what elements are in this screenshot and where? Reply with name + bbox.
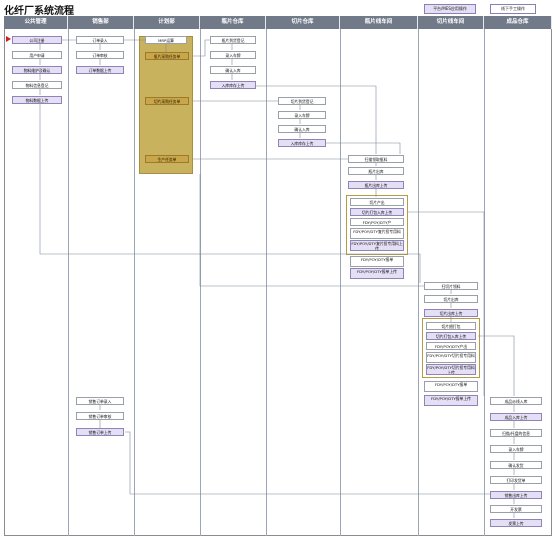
box-sales-out-upload: 销售出库上传 [490,491,542,499]
lane-header-finished-warehouse: 成品仓库 [484,16,552,29]
box-bottle-out-upload: 瓶片出库上传 [348,181,404,189]
box-bottle-stock-upload: 入库库存上传 [210,81,256,89]
box-chip-confirm: 确认入库 [278,125,326,133]
lane-header-chip-warehouse: 切片仓库 [266,16,340,29]
lane-header-bottle-line: 瓶片线车间 [340,16,418,29]
box-finished-scan: 扫描/托盘的信息 [490,429,542,437]
lane-header-sales: 销售部 [68,16,134,29]
box-bline-fdy-report: FDY/POY/DTY报单 [350,256,404,267]
box-cline-fdy-output: FDY/POY/DTY产出 [426,342,476,350]
box-order-upload: 订单数据上传 [76,66,124,74]
box-bline-fdy-material: FDY/POY/DTY复片投专用料 [350,228,404,239]
box-user-apply: 用户申请 [12,51,62,59]
box-sales-order-upload: 销售订单上传 [76,428,124,436]
lane-header-plan: 计划部 [134,16,200,29]
lane-divider [134,29,135,536]
lane-divider [418,29,419,536]
box-chip-scan: 扫切片领料 [424,282,478,290]
box-sales-order-review: 销售订单审核 [76,412,124,420]
box-order-entry: 订单录入 [76,36,124,44]
box-material-maintain: 物料维护及确认 [12,66,62,74]
box-bottle-scan: 扫描领取瓶料 [348,155,404,163]
box-chip-pack: 切片捆打包 [426,322,476,330]
box-finished-in: 成品纱线入库 [490,397,542,405]
box-bottle-arrival: 瓶片到货登记 [210,36,256,44]
box-material-upload: 物料数据上传 [12,96,62,104]
lane-divider [484,29,485,536]
box-chip-out: 切片出库 [424,295,478,303]
box-bottle-out: 瓶片出库 [348,167,404,175]
box-cline-fdy-report: FDY/POY/DTY报单 [424,381,478,392]
box-bottle-purchase-task: 瓶片采购任务单 [145,52,189,60]
box-chip-produce: 切片产出 [350,198,404,206]
box-mrp: MRP运算 [145,36,187,44]
legend-mes: 平台/MES应用操作 [424,4,476,14]
swimlane-frame [4,16,552,536]
box-sales-order-entry: 销售订单录入 [76,397,124,405]
box-bline-fdy-output: FDY/POY/DTY产 [350,218,404,226]
box-material-info: 物料信息登记 [12,81,62,89]
box-invoice-upload: 发票上传 [490,519,542,527]
box-chip-pack-in-upload: 切片打包入库上传 [426,332,476,340]
box-bottle-confirm: 确认入库 [210,66,256,74]
box-cline-fdy-material-upload: FDY/POY/DTY切片投专用料上传 [426,364,476,375]
lane-divider [266,29,267,536]
box-finished-in-upload: 成品入库上传 [490,413,542,421]
box-cline-fdy-material: FDY/POY/DTY切片投专用料 [426,352,476,363]
box-bline-fdy-material-upload: FDY/POY/DTY复片投专用料上传 [350,240,404,251]
box-bottle-plate: 录入车牌 [210,51,256,59]
lane-divider [68,29,69,536]
box-production-task: 生产任务单 [145,155,189,163]
box-chip-stock-upload: 入库库存上传 [278,139,326,147]
lane-header-public: 公共管理 [4,16,68,29]
box-finished-plate: 录入车牌 [490,445,542,453]
legend-manual: 线下手工操作 [490,4,536,14]
box-chip-purchase-task: 切片采购任务单 [145,97,189,105]
box-bline-fdy-report-upload: FDY/POY/DTY报单上传 [350,268,404,279]
box-chip-pack-upload: 切片打包入库上传 [350,208,404,216]
lane-header-bottle-warehouse: 瓶片仓库 [200,16,266,29]
start-arrow-icon [6,36,11,42]
page-title: 化纤厂系统流程 [4,6,74,17]
box-finished-print: 打印发货单 [490,476,542,484]
box-cline-fdy-report-upload: FDY/POY/DTY报单上传 [424,395,478,406]
box-company-register: 公司注册 [12,36,62,44]
box-finished-confirm: 确认发货 [490,461,542,469]
lane-divider [200,29,201,536]
box-invoice: 开发票 [490,505,542,513]
lane-divider [340,29,341,536]
box-chip-arrival: 切片到货登记 [278,97,326,105]
lane-header-chip-line: 切片线车间 [418,16,484,29]
box-order-review: 订单审核 [76,51,124,59]
box-chip-out-upload: 切片出库上传 [424,309,478,317]
box-chip-plate: 录入车牌 [278,111,326,119]
